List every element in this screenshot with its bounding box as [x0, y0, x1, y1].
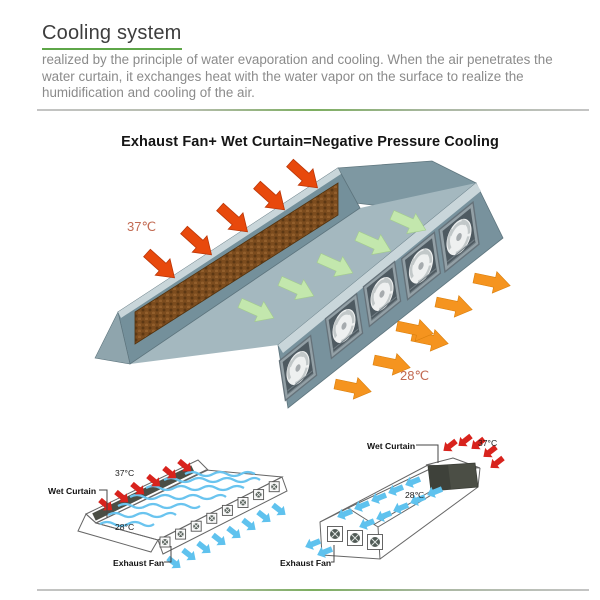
outlet-temp-label: 28°C	[115, 522, 134, 532]
wet-curtain-label: Wet Curtain	[48, 486, 96, 496]
exhaust-fan-leader-line	[331, 545, 335, 563]
left-schematic-illustration: 37°C Wet Curtain 28°C Exhaust Fan	[48, 456, 290, 573]
exhaust-fan-label: Exhaust Fan	[280, 558, 331, 568]
cool-air-waves	[99, 470, 261, 528]
exhaust-fans-small	[327, 526, 383, 550]
wall-top-rim	[118, 168, 341, 318]
exhaust-fan-icon	[438, 200, 480, 274]
inlet-temp-label: 37°C	[115, 468, 134, 478]
exhaust-fans-small	[159, 481, 280, 548]
outlet-temp-label: 28℃	[405, 490, 425, 500]
inlet-temp-label: 37°C	[478, 438, 497, 448]
exhaust-fan-label: Exhaust Fan	[113, 558, 164, 568]
exhaust-fan-icon	[400, 231, 442, 301]
wet-curtain-leader-line	[99, 489, 108, 518]
exhaust-fan-icon	[362, 260, 402, 328]
floor	[130, 183, 476, 364]
fan-wall-top-rim	[278, 183, 481, 353]
left-end-wall	[94, 311, 131, 365]
description-text: realized by the principle of water evapo…	[42, 52, 553, 100]
exhaust-fan-icon	[278, 334, 318, 402]
wet-curtain	[134, 182, 339, 345]
bottom-divider	[37, 589, 589, 591]
exhaust-fans	[278, 200, 480, 402]
exhaust-fan-icon	[324, 292, 364, 360]
main-diagram-title: Exhaust Fan+ Wet Curtain=Negative Pressu…	[121, 134, 499, 150]
page-title: Cooling system	[42, 22, 182, 50]
wet-curtain-leader-line	[416, 444, 439, 463]
main-cooling-illustration: 37℃ 28℃	[94, 154, 513, 409]
outlet-temp-label: 28℃	[400, 368, 429, 383]
wet-curtain-label: Wet Curtain	[367, 441, 415, 451]
top-divider	[37, 109, 589, 111]
exhaust-fan-leader-line	[164, 546, 172, 563]
inlet-temp-label: 37℃	[127, 219, 156, 234]
right-schematic-illustration: Wet Curtain 37°C 28℃ Exhaust Fan	[280, 431, 507, 568]
wet-curtain-panel-shade	[428, 465, 451, 491]
